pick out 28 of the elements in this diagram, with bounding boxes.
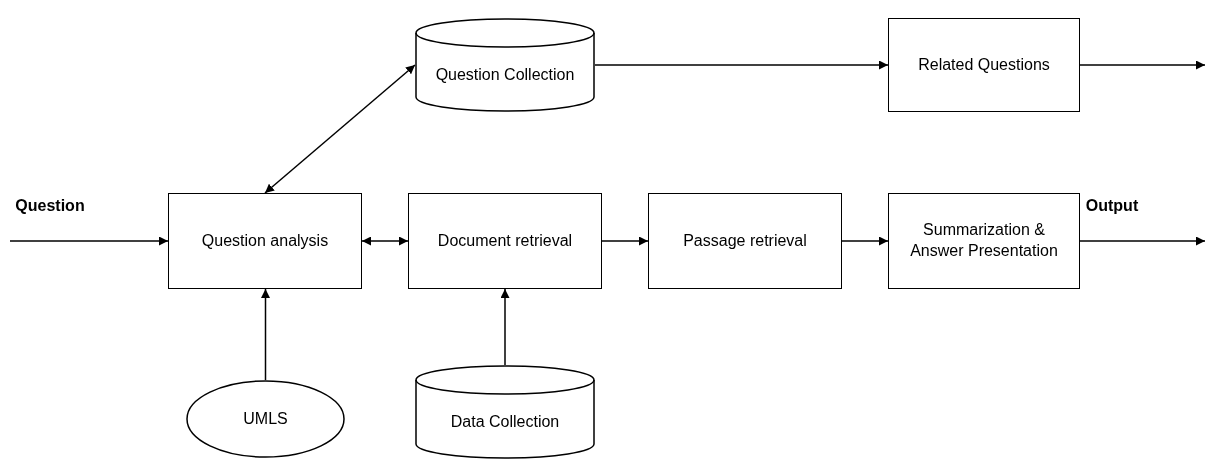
process-box — [408, 193, 602, 289]
node-label: Question analysis — [201, 230, 329, 251]
edge-label: Output — [1085, 197, 1139, 215]
arrow — [1079, 236, 1206, 246]
arrow — [1079, 60, 1206, 70]
arrow — [841, 236, 889, 246]
arrow — [9, 236, 169, 246]
process-box — [888, 193, 1080, 289]
node-label: Data Collection — [450, 411, 560, 432]
ellipse-node — [186, 380, 345, 458]
edge-label: Question — [15, 197, 85, 215]
arrow — [594, 60, 889, 70]
node-label: UMLS — [243, 408, 288, 429]
arrow — [361, 236, 409, 246]
node-label: Passage retrieval — [683, 230, 807, 251]
node-label: Related Questions — [918, 54, 1050, 75]
process-box — [888, 18, 1080, 112]
database-cylinder — [415, 18, 595, 112]
arrow — [261, 288, 270, 381]
arrow — [500, 288, 510, 366]
node-label: Summarization & Answer Presentation — [909, 220, 1059, 261]
process-box — [648, 193, 842, 289]
database-cylinder — [415, 365, 595, 459]
node-label: Question Collection — [435, 64, 575, 85]
arrow — [601, 236, 649, 246]
arrow — [264, 64, 416, 194]
process-box — [168, 193, 362, 289]
node-label: Document retrieval — [437, 230, 573, 251]
